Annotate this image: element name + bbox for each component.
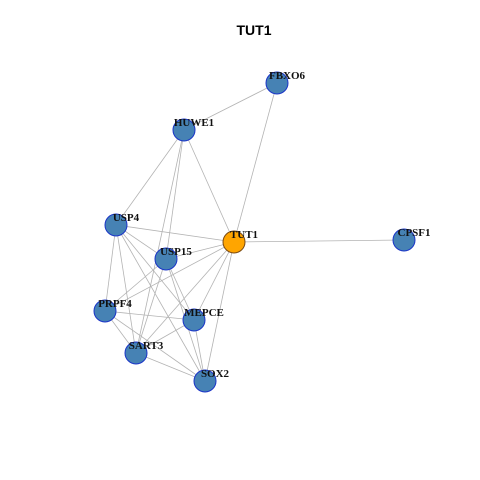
node-mepce: [182, 308, 206, 332]
edge-sart3-sox2: [135, 352, 206, 382]
node-label-tut1: TUT1: [230, 229, 258, 241]
edge-huwe1-usp4: [115, 129, 185, 226]
edge-usp15-sart3: [135, 258, 167, 354]
edge-fbxo6-tut1: [233, 82, 278, 243]
edge-usp4-sox2: [115, 224, 206, 382]
node-label-usp4: USP4: [113, 212, 140, 224]
node-sart3: [124, 341, 148, 365]
edge-huwe1-usp15: [165, 129, 185, 260]
edge-tut1-sart3: [135, 241, 235, 354]
edge-prpf4-mepce: [104, 310, 195, 321]
edge-usp4-prpf4: [104, 224, 117, 312]
node-usp4: [104, 213, 128, 237]
node-label-huwe1: HUWE1: [174, 117, 214, 129]
edge-tut1-prpf4: [104, 241, 235, 312]
node-label-prpf4: PRPF4: [98, 298, 132, 310]
edge-tut1-sox2: [204, 241, 235, 382]
node-huwe1: [172, 118, 196, 142]
node-label-usp15: USP15: [160, 246, 192, 258]
edge-huwe1-sart3: [135, 129, 185, 354]
edge-usp4-sart3: [115, 224, 137, 354]
edge-usp15-prpf4: [104, 258, 167, 312]
edge-tut1-usp4: [115, 224, 235, 243]
node-fbxo6: [265, 71, 289, 95]
node-tut1: [222, 230, 246, 254]
edge-fbxo6-huwe1: [183, 82, 278, 131]
edge-prpf4-sox2: [104, 310, 206, 382]
edge-tut1-cpsf1: [233, 239, 405, 243]
node-prpf4: [93, 299, 117, 323]
node-cpsf1: [392, 228, 416, 252]
edge-huwe1-tut1: [183, 129, 235, 243]
node-label-mepce: MEPCE: [184, 307, 224, 319]
node-layer: [93, 71, 416, 393]
diagram-title: TUT1: [237, 22, 272, 38]
edge-usp4-mepce: [115, 224, 195, 321]
node-label-sart3: SART3: [129, 340, 164, 352]
edge-tut1-usp15: [165, 241, 235, 260]
node-label-sox2: SOX2: [201, 368, 230, 380]
node-label-fbxo6: FBXO6: [269, 70, 306, 82]
node-label-cpsf1: CPSF1: [398, 227, 431, 239]
edge-tut1-mepce: [193, 241, 235, 321]
node-usp15: [154, 247, 178, 271]
node-sox2: [193, 369, 217, 393]
